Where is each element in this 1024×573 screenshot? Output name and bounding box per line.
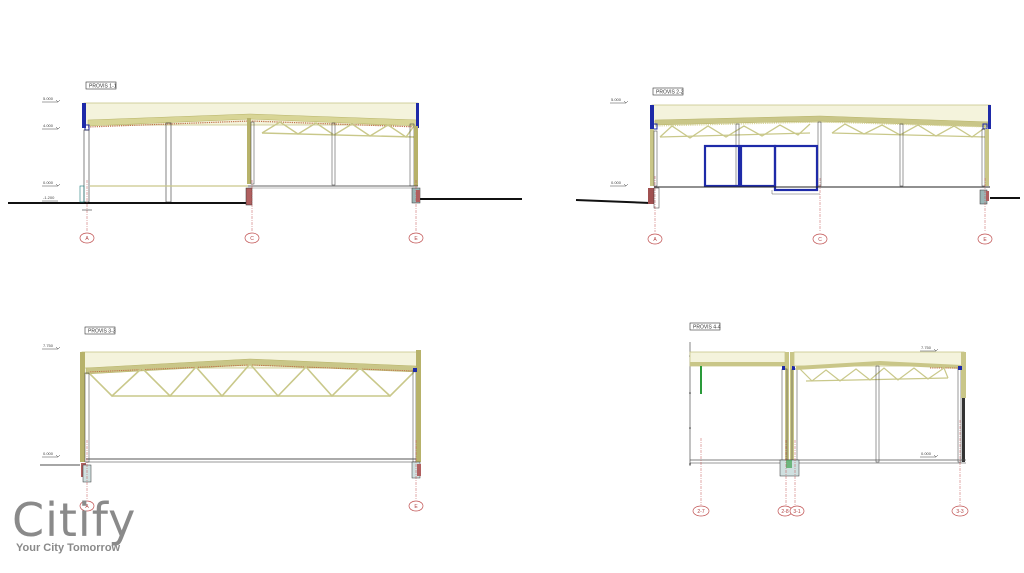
svg-text:7.750: 7.750	[43, 343, 54, 348]
section-title: PROVIS 2-2	[656, 90, 684, 96]
svg-text:5.000: 5.000	[611, 97, 622, 102]
svg-text:A: A	[85, 504, 89, 510]
svg-text:C: C	[818, 237, 822, 243]
citify-logo: Citify Your City Tomorrow	[12, 493, 137, 554]
svg-text:E: E	[414, 504, 418, 510]
level-marks: 7.750 0.000	[42, 343, 61, 458]
svg-text:0.000: 0.000	[921, 451, 932, 456]
svg-text:4.000: 4.000	[43, 123, 54, 128]
svg-text:2-7: 2-7	[697, 509, 704, 515]
grid-axis-markers: A C E	[79, 232, 424, 244]
svg-text:0.000: 0.000	[611, 180, 622, 185]
grid-axis-markers: A C E	[647, 233, 993, 245]
svg-text:A: A	[653, 237, 657, 243]
section-title: PROVIS 1-1	[89, 84, 117, 90]
section-title: PROVIS 4-4	[693, 325, 721, 331]
level-marks: 7.750 0.000	[920, 345, 939, 458]
svg-text:2-8: 2-8	[781, 509, 788, 515]
svg-text:0.000: 0.000	[43, 180, 54, 185]
logo-wordmark: Citify	[12, 493, 137, 547]
level-marks: 5.000 0.000	[610, 97, 629, 187]
section-title: PROVIS 3-3	[88, 329, 116, 335]
svg-text:-1.200: -1.200	[43, 195, 55, 200]
grid-axis-markers: A E	[79, 500, 424, 512]
glazing-frame	[703, 144, 819, 192]
svg-text:7.750: 7.750	[921, 345, 932, 350]
svg-text:3-3: 3-3	[956, 509, 963, 515]
logo-tagline: Your City Tomorrow	[16, 542, 121, 554]
svg-text:E: E	[414, 236, 418, 242]
section-4-4: PROVIS 4-4 7.750 0.000	[689, 322, 969, 517]
grid-axis-markers: 2-7 2-8 3-1 3-3	[692, 505, 969, 517]
section-3-3: PROVIS 3-3 7.750 0.000	[40, 326, 424, 512]
section-1-1: PROVIS 1-1 5.000 4.000 0.000 -1.200	[8, 81, 522, 244]
svg-text:3-1: 3-1	[793, 509, 800, 515]
svg-text:A: A	[85, 236, 89, 242]
svg-text:5.000: 5.000	[43, 96, 54, 101]
level-marks: 5.000 4.000 0.000 -1.200	[42, 96, 61, 202]
svg-text:C: C	[250, 236, 254, 242]
section-2-2: PROVIS 2-2 5.000 0.000	[575, 87, 1020, 245]
svg-text:0.000: 0.000	[43, 451, 54, 456]
svg-text:E: E	[983, 237, 987, 243]
